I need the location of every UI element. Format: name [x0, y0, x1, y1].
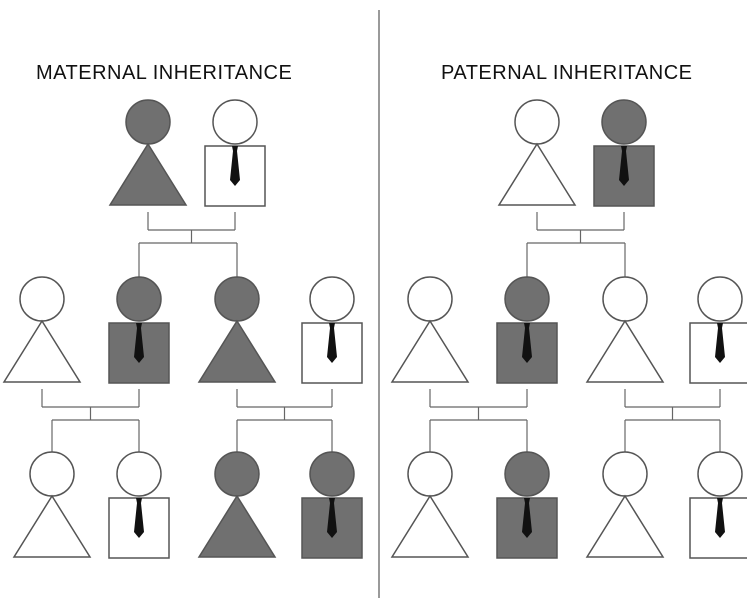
head-circle	[214, 451, 260, 497]
person-p-g2-son	[496, 276, 558, 384]
head-circle	[601, 99, 647, 145]
head-circle	[697, 276, 743, 322]
head-circle	[212, 99, 258, 145]
head-circle	[602, 451, 648, 497]
head-circle	[29, 451, 75, 497]
head-circle	[504, 276, 550, 322]
person-m-g3-child-1	[12, 451, 92, 558]
female-triangle-body	[197, 494, 277, 558]
tie-icon	[522, 323, 532, 363]
head-circle	[514, 99, 560, 145]
female-triangle-body	[2, 319, 82, 383]
person-p-g3-child-1	[390, 451, 470, 558]
person-m-g1-mother	[108, 99, 188, 206]
head-circle	[19, 276, 65, 322]
tie-icon	[522, 498, 532, 538]
person-p-g1-father	[593, 99, 655, 207]
person-m-g2-spouse-b	[301, 276, 363, 384]
head-circle	[125, 99, 171, 145]
head-circle	[309, 451, 355, 497]
person-p-g2-daughter	[585, 276, 665, 383]
person-m-g3-child-4	[301, 451, 363, 559]
female-triangle-body	[12, 494, 92, 558]
person-p-g2-spouse-a	[390, 276, 470, 383]
head-circle	[214, 276, 260, 322]
tie-icon	[715, 498, 725, 538]
person-m-g3-child-3	[197, 451, 277, 558]
female-triangle-body	[585, 319, 665, 383]
female-triangle-body	[108, 142, 188, 206]
head-circle	[407, 451, 453, 497]
person-m-g2-daughter	[197, 276, 277, 383]
tie-icon	[619, 146, 629, 186]
female-triangle-body	[197, 319, 277, 383]
person-m-g1-father	[204, 99, 266, 207]
head-circle	[116, 451, 162, 497]
female-triangle-body	[390, 494, 470, 558]
person-p-g1-mother	[497, 99, 577, 206]
tie-icon	[327, 323, 337, 363]
female-triangle-body	[390, 319, 470, 383]
person-p-g2-spouse-b	[689, 276, 747, 384]
tie-icon	[327, 498, 337, 538]
paternal-inheritance-title: PATERNAL INHERITANCE	[441, 62, 693, 84]
person-p-g3-child-4	[689, 451, 747, 559]
pedigree-people	[2, 99, 747, 559]
female-triangle-body	[497, 142, 577, 206]
head-circle	[602, 276, 648, 322]
tie-icon	[715, 323, 725, 363]
head-circle	[309, 276, 355, 322]
tie-icon	[230, 146, 240, 186]
person-m-g3-child-2	[108, 451, 170, 559]
person-m-g2-spouse-a	[2, 276, 82, 383]
head-circle	[504, 451, 550, 497]
head-circle	[116, 276, 162, 322]
person-p-g3-child-3	[585, 451, 665, 558]
tie-icon	[134, 323, 144, 363]
head-circle	[407, 276, 453, 322]
person-m-g2-son	[108, 276, 170, 384]
tie-icon	[134, 498, 144, 538]
maternal-inheritance-title: MATERNAL INHERITANCE	[36, 62, 293, 84]
female-triangle-body	[585, 494, 665, 558]
pedigree-connectors	[41, 212, 721, 452]
head-circle	[697, 451, 743, 497]
person-p-g3-child-2	[496, 451, 558, 559]
